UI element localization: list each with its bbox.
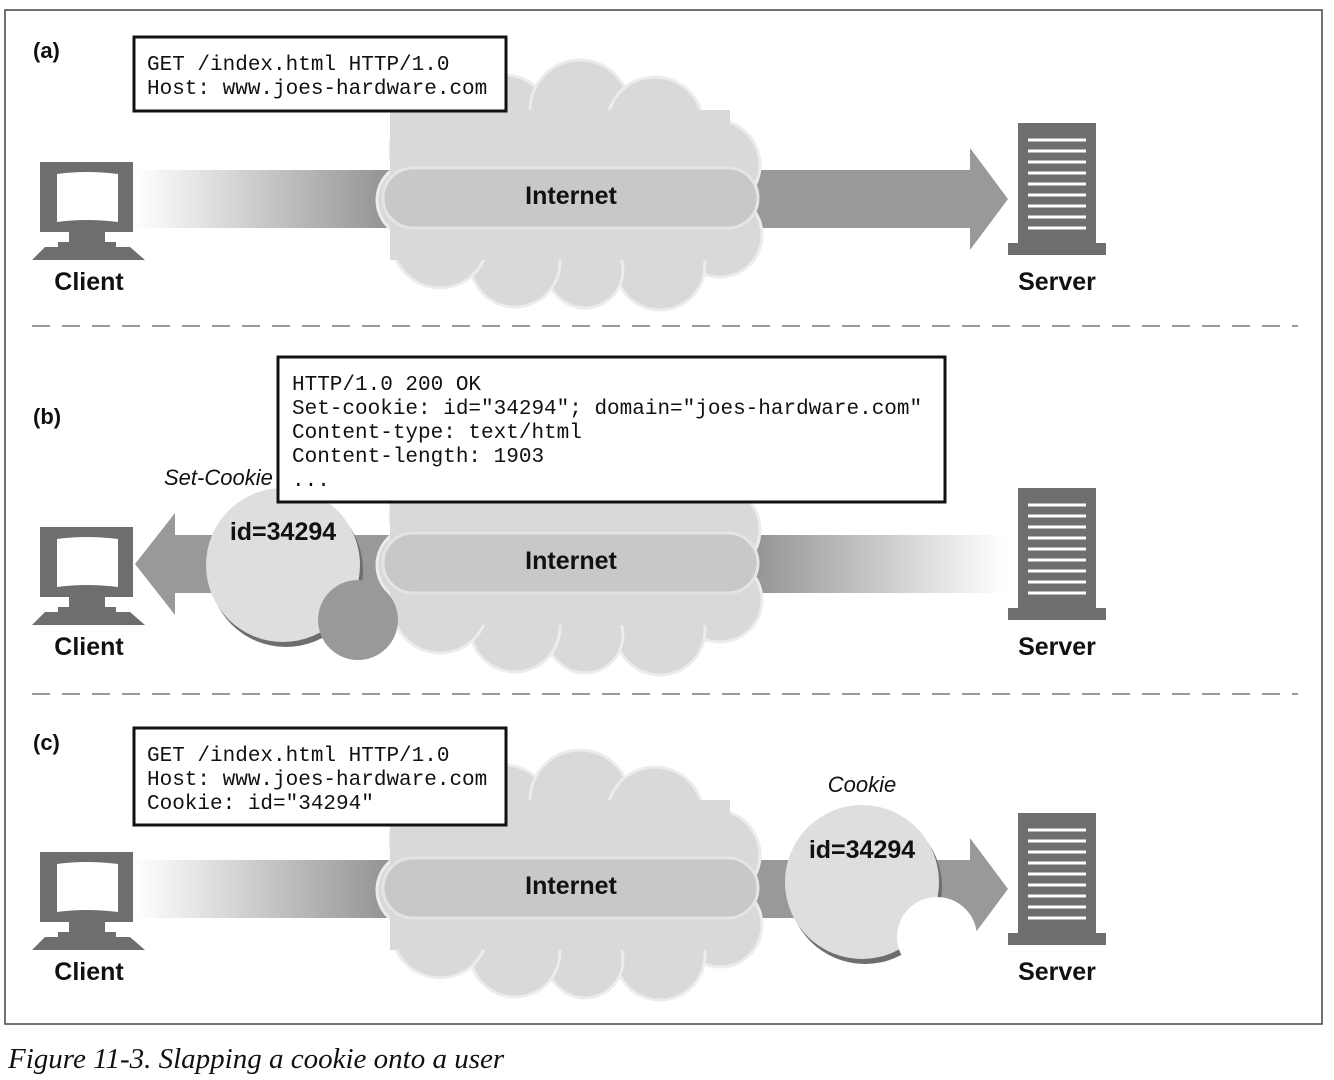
request-arrow-tail: [135, 860, 395, 918]
client-computer-icon: [32, 852, 145, 950]
cookie-value: id=34294: [230, 518, 336, 546]
figure-frame: [4, 9, 1323, 1025]
server-label: Server: [1018, 958, 1096, 986]
internet-label: Internet: [525, 182, 617, 210]
response-arrow-tail: [740, 535, 1005, 593]
cookie-value: id=34294: [809, 836, 915, 864]
server-label: Server: [1018, 633, 1096, 661]
request-arrow-tail: [135, 170, 395, 228]
client-label: Client: [54, 633, 124, 661]
message-line: ...: [292, 470, 330, 493]
cookie-icon: [206, 488, 398, 660]
client-computer-icon: [32, 162, 145, 260]
message-line: HTTP/1.0 200 OK: [292, 374, 481, 397]
message-line: GET /index.html HTTP/1.0: [147, 54, 449, 77]
panel-label: (a): [33, 38, 60, 63]
cookie-icon: [785, 805, 977, 977]
http-response-box: [276, 355, 947, 504]
client-label: Client: [54, 958, 124, 986]
message-line: Host: www.joes-hardware.com: [147, 769, 487, 792]
http-request-box: [132, 35, 508, 113]
client-label: Client: [54, 268, 124, 296]
http-request-box: [132, 726, 508, 827]
request-arrow-head: [970, 838, 1008, 940]
figure-caption: Figure 11-3. Slapping a cookie onto a us…: [7, 1043, 505, 1075]
message-line: GET /index.html HTTP/1.0: [147, 745, 449, 768]
internet-label: Internet: [525, 872, 617, 900]
panel-b: (b) Internet Client Server Set-Cookie id…: [32, 355, 1108, 677]
panel-label: (b): [33, 404, 61, 429]
message-line: Cookie: id="34294": [147, 793, 374, 816]
panel-c: (c) Internet Client Server Cookie id=342…: [32, 726, 1108, 1002]
internet-pipe: [381, 856, 760, 920]
server-icon: [1006, 121, 1108, 257]
client-computer-icon: [32, 527, 145, 625]
message-line: Host: www.joes-hardware.com: [147, 78, 487, 101]
request-arrow-head: [970, 148, 1008, 250]
internet-label: Internet: [525, 547, 617, 575]
message-line: Content-length: 1903: [292, 446, 544, 469]
internet-pipe: [381, 166, 760, 230]
internet-pipe: [381, 531, 760, 595]
response-arrow-head: [135, 513, 175, 615]
panel-label: (c): [33, 730, 60, 755]
server-icon: [1006, 486, 1108, 622]
message-line: Content-type: text/html: [292, 422, 582, 445]
message-line: Set-cookie: id="34294"; domain="joes-har…: [292, 398, 922, 421]
cookie-label: Cookie: [828, 772, 896, 797]
server-icon: [1006, 811, 1108, 947]
panel-a: (a) Internet Client Server GET /index.ht…: [32, 35, 1108, 312]
set-cookie-label: Set-Cookie: [164, 465, 273, 490]
server-label: Server: [1018, 268, 1096, 296]
